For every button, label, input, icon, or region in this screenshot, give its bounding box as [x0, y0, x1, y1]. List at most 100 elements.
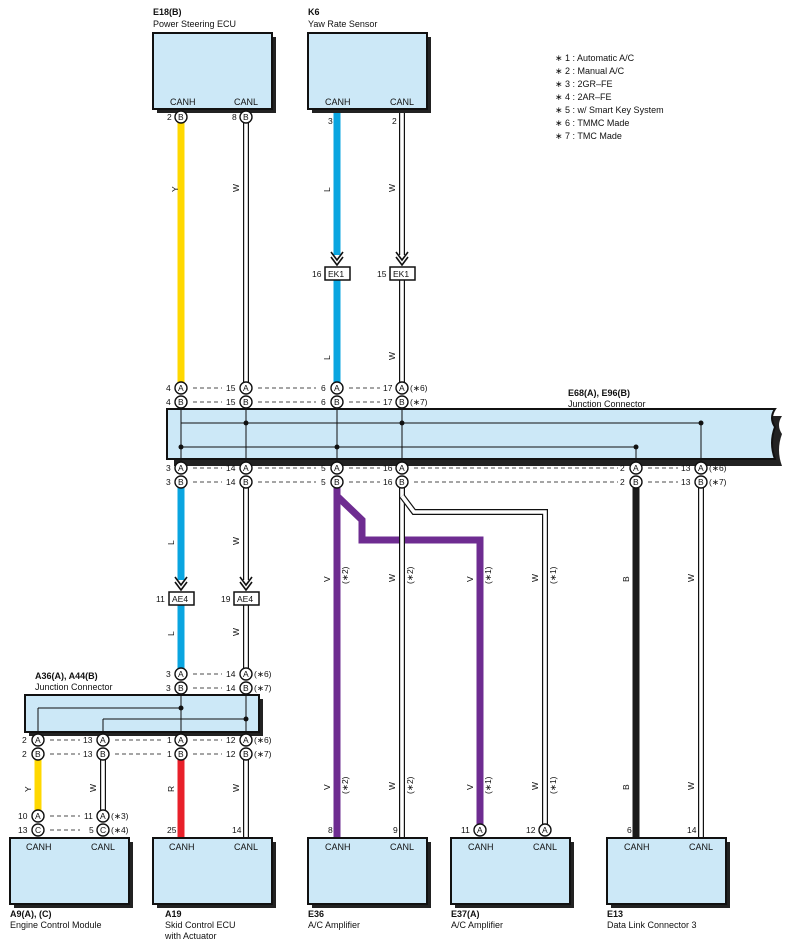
pin-number: 11 [461, 825, 470, 835]
pin-number: 15 [226, 383, 236, 393]
e37-code: E37(A) [451, 909, 480, 919]
pin-letter: B [399, 477, 405, 487]
pin-number: 3 [166, 463, 171, 473]
variant-note: (∗7) [410, 397, 428, 407]
ae4-label: AE4 [172, 594, 188, 604]
wire-label: W [387, 782, 397, 790]
wire-note: (∗1) [483, 566, 493, 584]
wire-note: (∗2) [405, 776, 415, 794]
e37-ac-amplifier: CANH CANL [450, 837, 574, 908]
e18-canl-label: CANL [234, 97, 258, 107]
pin-number: 5 [89, 825, 94, 835]
pin-number: 2 [167, 112, 172, 122]
pin-number: 3 [328, 116, 333, 126]
pin-letter: A [477, 825, 483, 835]
a9-canh-label: CANH [26, 842, 52, 852]
pin-number: 1 [167, 749, 172, 759]
variant-note: (∗6) [410, 383, 428, 393]
legend-item: ∗ 3 : 2GR–FE [555, 79, 613, 89]
pin-letter: A [243, 669, 249, 679]
variant-note: (∗7) [254, 749, 272, 759]
wire-label: W [231, 628, 241, 636]
k6-name: Yaw Rate Sensor [308, 19, 377, 29]
pin-number: 9 [393, 825, 398, 835]
e68-top-pins [174, 381, 409, 409]
wire-label: W [231, 537, 241, 545]
wire-label: L [166, 631, 176, 636]
wire-label: B [621, 784, 631, 790]
k6-yaw-rate-sensor: CANH CANL [307, 32, 431, 113]
e13-name: Data Link Connector 3 [607, 920, 697, 930]
wire-label: Y [170, 186, 180, 192]
wire-label: W [387, 574, 397, 582]
a36-junction-connector [24, 694, 263, 736]
pin-dashes [50, 387, 678, 831]
pin-number: 16 [312, 269, 322, 279]
pin-number: 14 [687, 825, 697, 835]
variant-note: (∗6) [254, 735, 272, 745]
pin-number: 2 [22, 735, 27, 745]
pin-letter: A [243, 383, 249, 393]
e18-canh-label: CANH [170, 97, 196, 107]
a9-pins [31, 809, 110, 837]
pin-letter: B [178, 683, 184, 693]
wire-label: V [465, 784, 475, 790]
pin-number: 5 [321, 463, 326, 473]
e68-code: E68(A), E96(B) [568, 388, 630, 398]
wire-label: L [322, 187, 332, 192]
ek1-connector: EK1 EK1 16 15 [312, 251, 416, 281]
pin-number: 13 [18, 825, 28, 835]
pin-number: 12 [526, 825, 536, 835]
pin-letter: A [334, 383, 340, 393]
e37-pins [473, 823, 552, 837]
e36-ac-amplifier: CANH CANL [307, 837, 431, 908]
pin-number: 15 [377, 269, 387, 279]
pin-number: 3 [166, 477, 171, 487]
pin-letter: A [334, 463, 340, 473]
pin-number: 4 [166, 383, 171, 393]
pin-letter: B [178, 477, 184, 487]
a36-code: A36(A), A44(B) [35, 671, 98, 681]
pin-number: 2 [620, 477, 625, 487]
wire-label: W [231, 184, 241, 192]
pin-letter: A [100, 811, 106, 821]
pin-number: 1 [167, 735, 172, 745]
pin-number: 6 [321, 397, 326, 407]
pin-letter: A [35, 811, 41, 821]
pin-number: 2 [392, 116, 397, 126]
a9-engine-control-module: CANH CANL [9, 837, 133, 908]
pin-letter: C [35, 825, 41, 835]
pin-letter: A [243, 463, 249, 473]
variant-note: (∗4) [111, 825, 129, 835]
pin-number: 6 [321, 383, 326, 393]
wire-note: (∗2) [405, 566, 415, 584]
pin-letter: B [100, 749, 106, 759]
pin-letter: A [698, 463, 704, 473]
variant-note: (∗7) [709, 477, 727, 487]
pin-number: 13 [681, 477, 691, 487]
a19-canh-label: CANH [169, 842, 195, 852]
legend: ∗ 1 : Automatic A/C ∗ 2 : Manual A/C ∗ 3… [555, 53, 664, 141]
top-component-pins [174, 110, 253, 124]
variant-note: (∗3) [111, 811, 129, 821]
pin-number: 14 [226, 477, 236, 487]
ae4-connector: AE4 AE4 11 19 [156, 576, 260, 606]
e18-name: Power Steering ECU [153, 19, 236, 29]
wire-label: W [231, 784, 241, 792]
legend-item: ∗ 5 : w/ Smart Key System [555, 105, 664, 115]
pin-letter: A [35, 735, 41, 745]
wire-label: W [387, 184, 397, 192]
pin-number: 2 [22, 749, 27, 759]
pin-letter: A [399, 463, 405, 473]
pin-letter: A [100, 735, 106, 745]
legend-item: ∗ 6 : TMMC Made [555, 118, 629, 128]
wire-note: (∗1) [548, 776, 558, 794]
a9-code: A9(A), (C) [10, 909, 52, 919]
pin-number: 12 [226, 749, 236, 759]
pin-number: 14 [226, 683, 236, 693]
pin-number: 13 [681, 463, 691, 473]
pin-letter: B [178, 749, 184, 759]
pin-number: 3 [166, 683, 171, 693]
a36-top-pins [174, 667, 253, 695]
